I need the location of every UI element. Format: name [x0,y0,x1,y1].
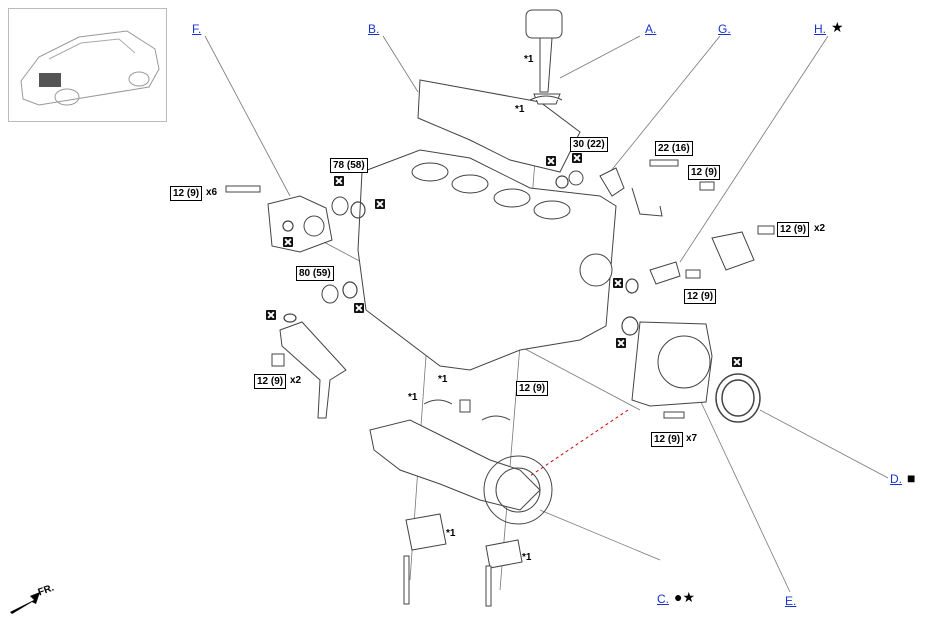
callout-h-link[interactable]: H. [814,22,826,36]
leader-f [204,35,291,197]
callout-b-link[interactable]: B. [368,22,380,36]
torque-label: 12 (9) [170,186,203,201]
torque-label: 80 (59) [296,266,334,281]
torque-label: 22 (16) [655,141,693,156]
leader-e [699,399,791,593]
cylinder-block [357,149,617,371]
multiplier-label: x7 [686,433,698,444]
note-star1: *1 [524,54,534,65]
torque-label: 78 (58) [330,158,368,173]
leader-g [609,35,721,173]
engine-highlight [39,73,61,87]
callout-c-symbols: ●★ [674,589,696,605]
piston-assembly [525,9,563,105]
non-reusable-icon [546,156,556,166]
note-star1: *1 [522,552,532,563]
non-reusable-icon [283,237,293,247]
callout-f-link[interactable]: F. [192,22,202,36]
crank-position-sensor [649,231,755,285]
leader-c [539,509,661,561]
non-reusable-icon [266,310,276,320]
vehicle-outline-icon [20,30,160,106]
bolts [271,159,775,419]
leader-d [759,409,889,479]
callout-g-link[interactable]: G. [718,22,731,36]
knock-sensor [599,167,663,217]
non-reusable-icon [613,278,623,288]
oil-strainer [279,321,347,419]
leader-a [559,35,641,79]
callout-d-symbols: ■ [907,470,916,486]
note-star1: *1 [438,374,448,385]
non-reusable-icon [616,338,626,348]
multiplier-label: x2 [290,375,302,386]
multiplier-label: x2 [814,223,826,234]
note-star1: *1 [515,104,525,115]
callout-d-link[interactable]: D. [890,472,902,486]
oil-pump [225,185,333,253]
front-arrow-icon [10,592,40,614]
torque-label: 12 (9) [651,432,684,447]
torque-label: 30 (22) [570,137,608,152]
alignment-dash-line [529,409,629,477]
rear-oil-seal [715,373,761,423]
multiplier-label: x6 [206,187,218,198]
non-reusable-icon [354,303,364,313]
crankshaft [369,419,553,525]
callout-a-link[interactable]: A. [645,22,657,36]
o-rings [282,175,639,336]
non-reusable-icon [375,199,385,209]
callout-c-link[interactable]: C. [657,592,669,606]
leader-h [679,35,829,263]
bearing-caps [403,513,523,607]
torque-label: 12 (9) [516,381,549,396]
vehicle-location-inset [8,8,167,122]
torque-label: 12 (9) [688,165,721,180]
torque-label: 12 (9) [684,289,717,304]
rear-oil-seal-retainer [631,321,713,407]
non-reusable-icon [732,357,742,367]
oil-jets [321,170,584,304]
non-reusable-icon [334,176,344,186]
callout-e-link[interactable]: E. [785,594,797,608]
leader-b [382,35,419,93]
torque-label: 12 (9) [254,374,287,389]
note-star1: *1 [408,392,418,403]
callout-h-symbols: ★ [831,19,844,35]
non-reusable-icon [572,153,582,163]
note-star1: *1 [446,528,456,539]
torque-label: 12 (9) [777,222,810,237]
thrust-washers [423,95,563,421]
